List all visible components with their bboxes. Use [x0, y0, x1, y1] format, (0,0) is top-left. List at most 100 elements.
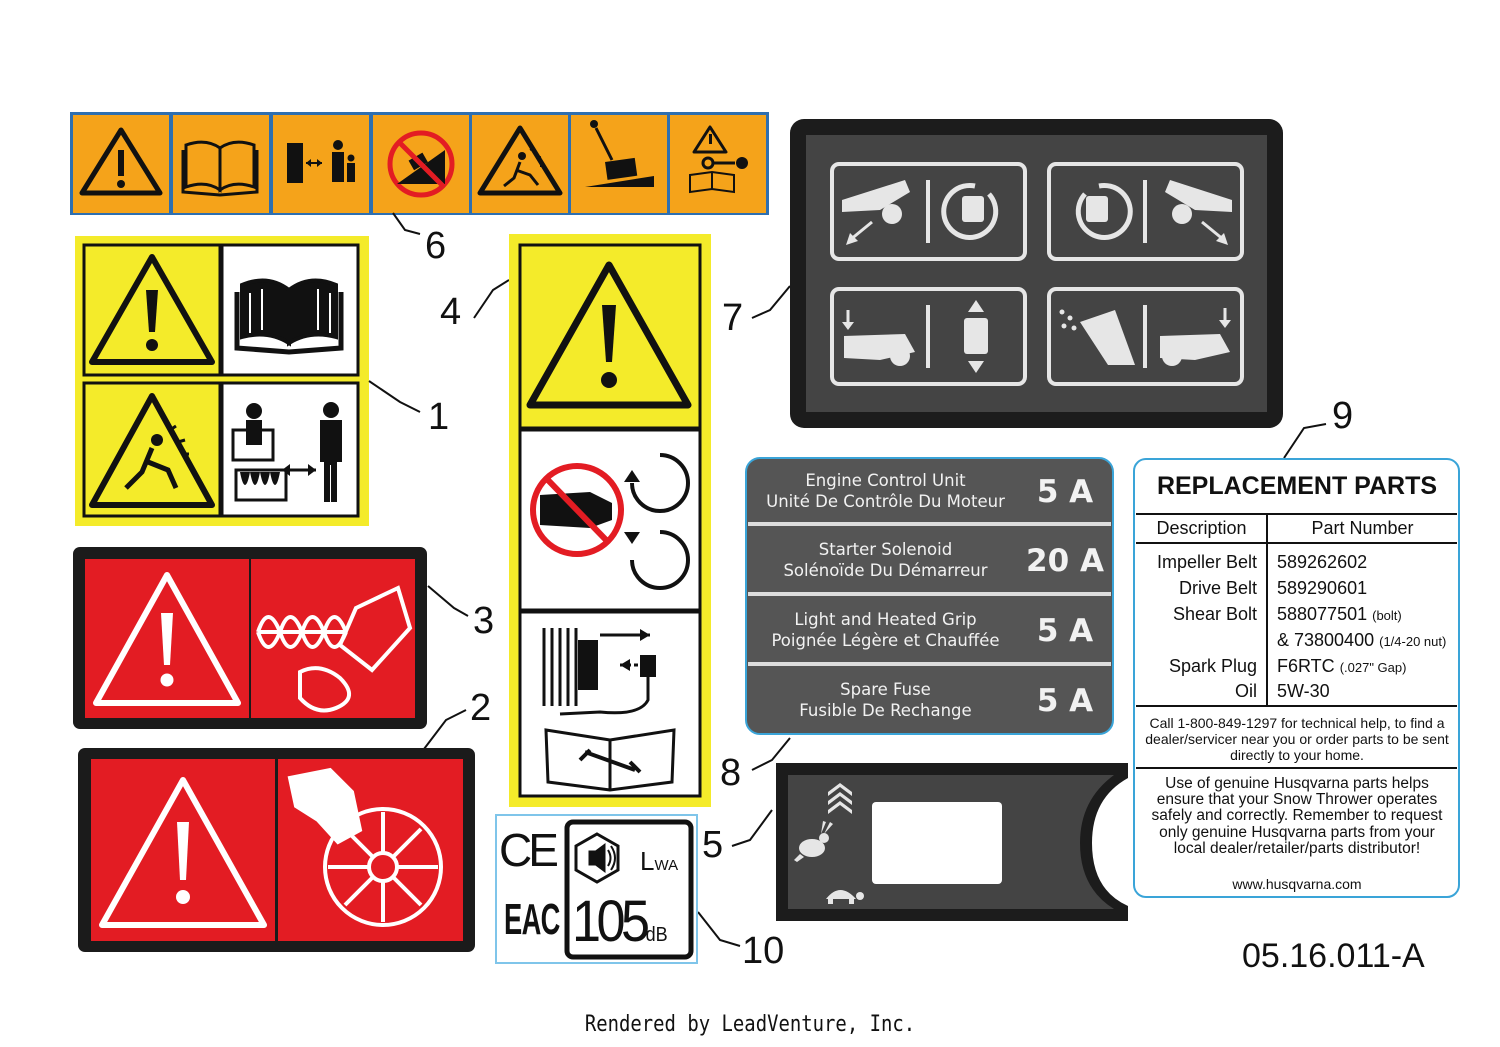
part-note: (.027" Gap) — [1339, 660, 1407, 675]
operate-across-slope-icon — [585, 120, 654, 187]
fast-speed-chevrons-icon — [828, 783, 852, 814]
decal-5-speed-selector — [776, 763, 1128, 921]
warning-triangle-icon — [79, 127, 163, 196]
callout-7: 7 — [722, 297, 744, 339]
chute-tilt-icon — [842, 300, 988, 373]
db-unit: dB — [645, 924, 668, 946]
fuse-label-en: Starter Solenoid — [818, 540, 953, 559]
fuse-label-fr: Solénoïde Du Démarreur — [783, 561, 988, 580]
decal-4-vertical-warning — [509, 234, 711, 807]
fuse-description: Spare Fuse Fusible De Rechange — [748, 679, 1023, 721]
fuse-row-spare: Spare Fuse Fusible De Rechange 5 A — [748, 669, 1112, 733]
operator-manual-icon — [234, 278, 344, 355]
thrown-objects-warning-icon — [477, 125, 563, 196]
part-description: Oil — [1235, 681, 1257, 701]
callout-3: 3 — [473, 600, 495, 642]
part-number-value: 5W-30 — [1277, 681, 1330, 701]
part-number: & 73800400 (1/4-20 nut) — [1277, 630, 1446, 651]
technical-help-text: Call 1-800-849-1297 for technical help, … — [1145, 715, 1449, 763]
fuse-rating: 20 A — [1026, 543, 1104, 579]
callout-10: 10 — [742, 930, 785, 972]
callout-6: 6 — [425, 225, 447, 267]
turtle-slow-icon — [826, 890, 864, 904]
decal-2-impeller-danger — [78, 748, 475, 952]
part-note: (1/4-20 nut) — [1379, 634, 1447, 649]
part-number: 588077501 (bolt) — [1277, 604, 1402, 625]
fuse-description: Light and Heated Grip Poignée Légère et … — [748, 609, 1023, 651]
part-number: F6RTC (.027" Gap) — [1277, 656, 1406, 677]
lwa-label: LWA — [640, 846, 678, 877]
auger-hand-injury-icon — [256, 585, 413, 713]
keep-bystanders-away-icon — [287, 140, 355, 183]
decal-6-pictogram-strip — [70, 112, 769, 215]
part-number-value: & 73800400 — [1277, 630, 1375, 650]
sound-level-value: 105dB — [572, 888, 668, 955]
decal-7-control-panel — [790, 119, 1283, 428]
lwa-subscript: WA — [654, 857, 679, 874]
fuse-label-en: Engine Control Unit — [805, 471, 966, 490]
eac-mark: EAC — [504, 895, 560, 944]
fuse-row-light-grip: Light and Heated Grip Poignée Légère et … — [748, 599, 1112, 663]
drawing-number: 05.16.011-A — [1242, 937, 1425, 975]
decal-1-warning-panel — [75, 236, 369, 526]
footer-credit: Rendered by LeadVenture, Inc. — [584, 1012, 916, 1037]
part-number-value: 589290601 — [1277, 578, 1368, 598]
ce-mark: CE — [499, 824, 559, 876]
part-description: Drive Belt — [1178, 578, 1257, 598]
decal-3-auger-danger — [73, 547, 427, 729]
danger-triangle-icon — [99, 777, 267, 928]
lwa-letter: L — [640, 846, 655, 876]
fuse-label-en: Light and Heated Grip — [794, 610, 977, 629]
fuse-label-fr: Unité De Contrôle Du Moteur — [766, 492, 1005, 511]
callout-9: 9 — [1332, 395, 1354, 437]
fuse-rating: 5 A — [1036, 474, 1094, 510]
fuse-description: Engine Control Unit Unité De Contrôle Du… — [748, 470, 1023, 512]
replacement-parts-title: REPLACEMENT PARTS — [1156, 472, 1438, 500]
remove-key-maintenance-icon — [689, 125, 748, 194]
callout-leader-lines — [368, 212, 1327, 947]
disconnect-spark-plug-icon — [542, 628, 676, 792]
callout-2: 2 — [470, 687, 492, 729]
column-header-description: Description — [1156, 518, 1247, 538]
part-description: Shear Bolt — [1172, 604, 1257, 624]
fuse-row-starter: Starter Solenoid Solénoïde Du Démarreur … — [748, 529, 1112, 593]
sound-power-hexagon-icon — [574, 832, 620, 884]
chute-rotate-left-icon — [842, 180, 999, 245]
website-text: www.husqvarna.com — [1232, 876, 1362, 892]
db-number: 105 — [572, 889, 650, 954]
fuse-label-fr: Poignée Légère et Chauffée — [771, 631, 1000, 650]
part-description: Spark Plug — [1168, 656, 1257, 676]
callout-8: 8 — [720, 752, 742, 794]
callout-5: 5 — [702, 824, 724, 866]
fuse-label-en: Spare Fuse — [840, 680, 931, 699]
fuse-row-ecu: Engine Control Unit Unité De Contrôle Du… — [748, 460, 1112, 524]
part-number-value: 589262602 — [1277, 552, 1368, 572]
part-number: 589290601 — [1277, 578, 1367, 599]
no-hands-rotating-parts-icon — [530, 453, 690, 590]
impeller-hand-injury-icon — [287, 767, 443, 927]
callout-1: 1 — [428, 396, 450, 438]
part-note: (bolt) — [1372, 608, 1402, 623]
decal-8-fuse-label — [745, 457, 1114, 735]
column-header-part-number: Part Number — [1311, 518, 1414, 538]
part-number: 589262602 — [1277, 552, 1367, 573]
danger-triangle-icon — [93, 572, 241, 706]
operator-manual-icon — [181, 140, 259, 197]
fuse-description: Starter Solenoid Solénoïde Du Démarreur — [748, 539, 1023, 581]
fuse-rating: 5 A — [1036, 683, 1094, 719]
keep-bystanders-away-icon — [231, 402, 342, 502]
genuine-parts-text: Use of genuine Husqvarna parts helps ens… — [1151, 775, 1443, 857]
part-number-value: F6RTC — [1277, 656, 1335, 676]
fuse-rating: 5 A — [1036, 613, 1094, 649]
part-description: Impeller Belt — [1156, 552, 1257, 572]
chute-rotate-right-icon — [1075, 180, 1232, 245]
warning-triangle-icon — [526, 261, 692, 409]
fuse-label-fr: Fusible De Rechange — [799, 701, 972, 720]
deflector-tilt-icon — [1059, 308, 1231, 366]
rabbit-fast-icon — [794, 821, 833, 862]
decal-10-noise-label — [495, 814, 698, 964]
decal-9-replacement-parts — [1133, 458, 1460, 898]
part-number-value: 588077501 — [1277, 604, 1368, 624]
callout-4: 4 — [440, 291, 462, 333]
